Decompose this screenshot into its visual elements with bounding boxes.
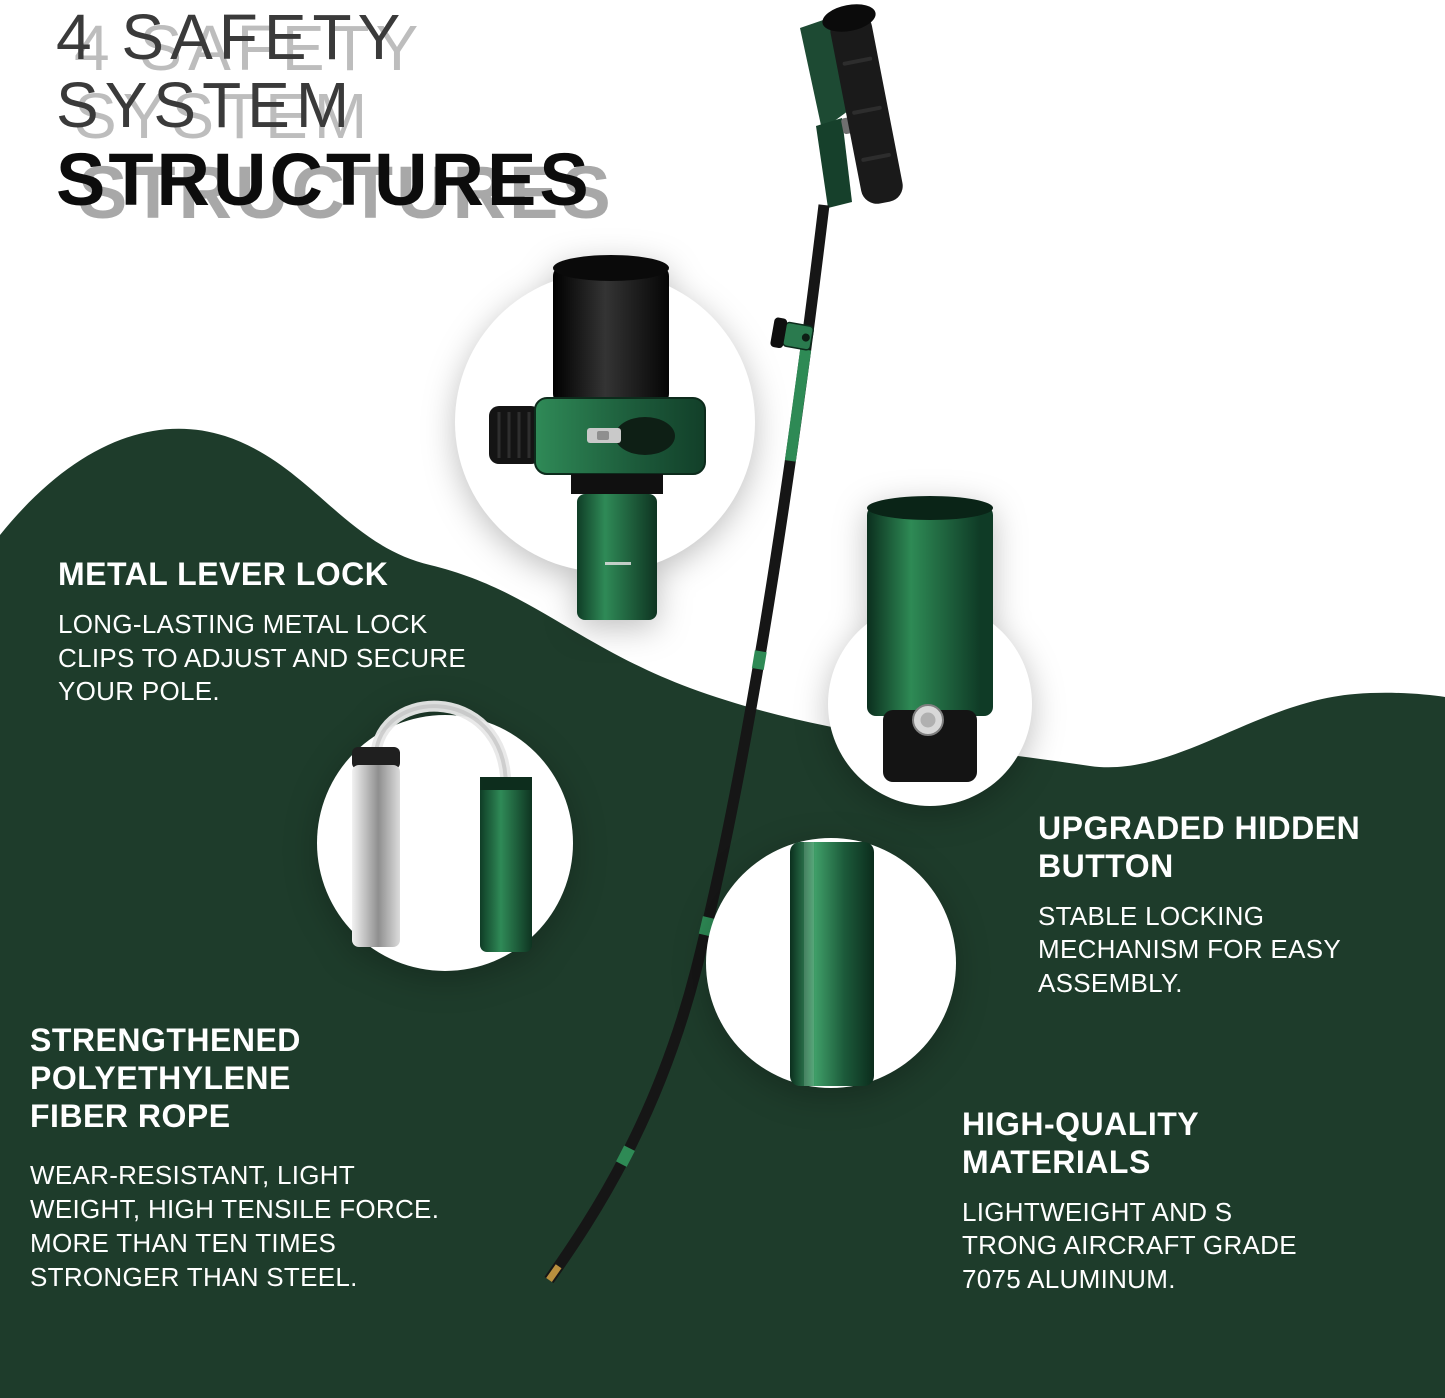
title-line-1: 4 SAFETY [56,1,407,73]
feature-heading: HIGH-QUALITY MATERIALS [962,1106,1200,1180]
feature-body: LONG-LASTING METAL LOCK CLIPS TO ADJUST … [58,608,467,707]
rope-callout-photo [310,665,580,995]
feature-body: WEAR-RESISTANT, LIGHT WEIGHT, HIGH TENSI… [30,1160,440,1292]
hidden-button-callout-photo [815,492,1045,822]
feature-high-quality-materials: HIGH-QUALITY MATERIALS LIGHTWEIGHT AND S… [962,1106,1392,1297]
feature-body: LIGHTWEIGHT AND S TRONG AIRCRAFT GRADE 7… [962,1196,1297,1295]
feature-upgraded-hidden-button: UPGRADED HIDDEN BUTTON STABLE LOCKING ME… [1038,810,1418,1001]
feature-heading: METAL LEVER LOCK [58,556,389,592]
tube-callout-photo [700,832,962,1094]
lever-lock-callout-photo [445,190,765,630]
feature-body: STABLE LOCKING MECHANISM FOR EASY ASSEMB… [1038,900,1341,999]
pole-lever-lock [770,317,814,351]
title-line-3: STRUCTURES [56,137,592,221]
page-title: 4 SAFETY SYSTEM STRUCTURES [56,1,592,221]
feature-heading: STRENGTHENED POLYETHYLENE FIBER ROPE [30,1022,301,1134]
feature-fiber-rope: STRENGTHENED POLYETHYLENE FIBER ROPE WEA… [30,1022,510,1294]
feature-heading: UPGRADED HIDDEN BUTTON [1038,810,1361,884]
feature-metal-lever-lock: METAL LEVER LOCK LONG-LASTING METAL LOCK… [58,556,578,709]
title-line-2: SYSTEM [56,68,356,141]
pole-grip [822,4,903,204]
